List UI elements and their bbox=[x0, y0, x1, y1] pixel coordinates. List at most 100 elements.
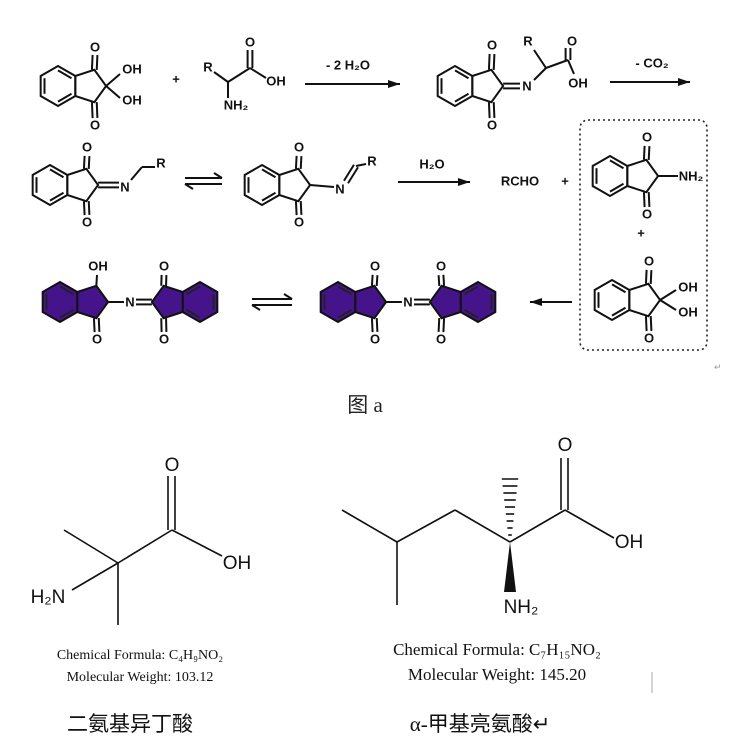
atom-r: R bbox=[203, 59, 213, 74]
aromatic-double-bond bbox=[611, 306, 627, 317]
bond bbox=[567, 59, 575, 75]
double-bond bbox=[437, 275, 441, 287]
atom-h2n: H₂N bbox=[31, 587, 66, 608]
atom-o: O bbox=[642, 129, 652, 144]
double-bond bbox=[375, 318, 379, 332]
double-bond bbox=[294, 155, 298, 169]
atom-o: O bbox=[558, 435, 573, 456]
five-membered-ring bbox=[150, 284, 184, 320]
double-bond bbox=[343, 164, 355, 182]
bond bbox=[105, 85, 121, 99]
atom-o: O bbox=[159, 331, 169, 346]
atom-o: O bbox=[82, 139, 92, 154]
aromatic-double-bond bbox=[59, 285, 75, 296]
atom-o: O bbox=[82, 214, 92, 229]
atom-oh: OH bbox=[223, 553, 252, 574]
atom-o: O bbox=[159, 258, 169, 273]
aromatic-double-bond bbox=[609, 159, 625, 170]
bond bbox=[95, 274, 98, 286]
double-bond bbox=[370, 318, 374, 333]
benzene-ring bbox=[243, 163, 281, 207]
atom-n: N bbox=[125, 294, 134, 309]
atom-oh: OH bbox=[678, 304, 698, 319]
double-bond bbox=[492, 102, 496, 118]
right-name: α-甲基亮氨酸↵ bbox=[409, 712, 551, 736]
double-bond bbox=[92, 318, 96, 333]
double-bond bbox=[642, 192, 646, 208]
five-membered-ring bbox=[66, 167, 100, 203]
bond bbox=[310, 184, 335, 188]
reaction-arrow-head bbox=[678, 78, 690, 86]
dotted-box bbox=[579, 119, 708, 351]
benzene-ring bbox=[459, 280, 497, 324]
atom-o: O bbox=[370, 258, 380, 273]
atom-o: O bbox=[567, 33, 577, 48]
atom-o: O bbox=[644, 330, 654, 345]
equilibrium-forward-head bbox=[213, 172, 223, 179]
double-bond bbox=[437, 318, 441, 332]
double-bond bbox=[347, 166, 359, 184]
double-bond bbox=[370, 274, 374, 286]
atom-nh2: NH₂ bbox=[224, 97, 249, 112]
atom-oh: OH bbox=[122, 92, 142, 107]
atom-r: R bbox=[523, 33, 533, 48]
double-bond bbox=[442, 318, 446, 333]
reaction-arrow-head bbox=[388, 80, 400, 88]
atom-n: N bbox=[522, 78, 531, 93]
atom-oh: OH bbox=[678, 279, 698, 294]
atom-o: O bbox=[90, 117, 100, 132]
left-formula: Chemical Formula: C₄H₉NO₂ bbox=[56, 648, 224, 663]
reaction-arrow-head bbox=[458, 178, 470, 186]
bold-wedge-bond bbox=[504, 542, 516, 592]
atom-o: O bbox=[90, 39, 100, 54]
double-bond bbox=[95, 102, 99, 118]
product-rcho: RCHO bbox=[501, 173, 539, 188]
atom-n: N bbox=[120, 179, 129, 194]
aromatic-double-bond bbox=[57, 69, 73, 80]
atom-o: O bbox=[294, 214, 304, 229]
hashed-wedge-bond bbox=[501, 478, 519, 536]
benzene-ring bbox=[31, 163, 69, 207]
aromatic-double-bond bbox=[337, 285, 353, 296]
atom-o: O bbox=[436, 258, 446, 273]
double-bond bbox=[299, 156, 303, 169]
arrow-label-minus-co2: - CO₂ bbox=[635, 55, 668, 70]
aromatic-double-bond bbox=[609, 182, 625, 193]
double-bond bbox=[442, 274, 446, 286]
double-bond bbox=[90, 54, 94, 70]
aromatic-double-bond bbox=[463, 285, 479, 296]
left-weight: Molecular Weight: 103.12 bbox=[66, 670, 214, 685]
five-membered-ring bbox=[354, 284, 388, 320]
bond bbox=[249, 67, 267, 79]
aromatic-double-bond bbox=[49, 191, 65, 202]
double-bond bbox=[642, 145, 646, 160]
five-membered-ring bbox=[278, 167, 312, 203]
bonds bbox=[31, 48, 690, 333]
bond bbox=[533, 67, 547, 81]
atom-oh: OH bbox=[122, 61, 142, 76]
benzene-ring bbox=[591, 154, 629, 198]
aromatic-double-bond bbox=[337, 308, 353, 319]
arrow-label-minus-water: - 2 H₂O bbox=[326, 57, 370, 72]
bond bbox=[659, 289, 677, 301]
aromatic-double-bond bbox=[611, 283, 627, 294]
atom-o: O bbox=[165, 455, 180, 476]
atom-o: O bbox=[487, 117, 497, 132]
reaction-arrow-head bbox=[530, 298, 542, 306]
bond bbox=[545, 59, 569, 69]
double-bond bbox=[82, 201, 86, 216]
aromatic-double-bond bbox=[463, 308, 479, 319]
benzene-ring bbox=[436, 64, 474, 108]
aromatic-double-bond bbox=[185, 308, 201, 319]
atom-o: O bbox=[487, 37, 497, 52]
aromatic-double-bond bbox=[57, 92, 73, 103]
double-bond bbox=[87, 201, 91, 215]
double-bond bbox=[487, 102, 491, 119]
bond bbox=[105, 73, 121, 87]
five-membered-ring bbox=[74, 68, 108, 104]
atom-r: R bbox=[156, 155, 166, 170]
five-membered-ring bbox=[628, 282, 662, 318]
left-name: 二氨基异丁酸 bbox=[67, 712, 193, 736]
benzene-ring bbox=[181, 280, 219, 324]
